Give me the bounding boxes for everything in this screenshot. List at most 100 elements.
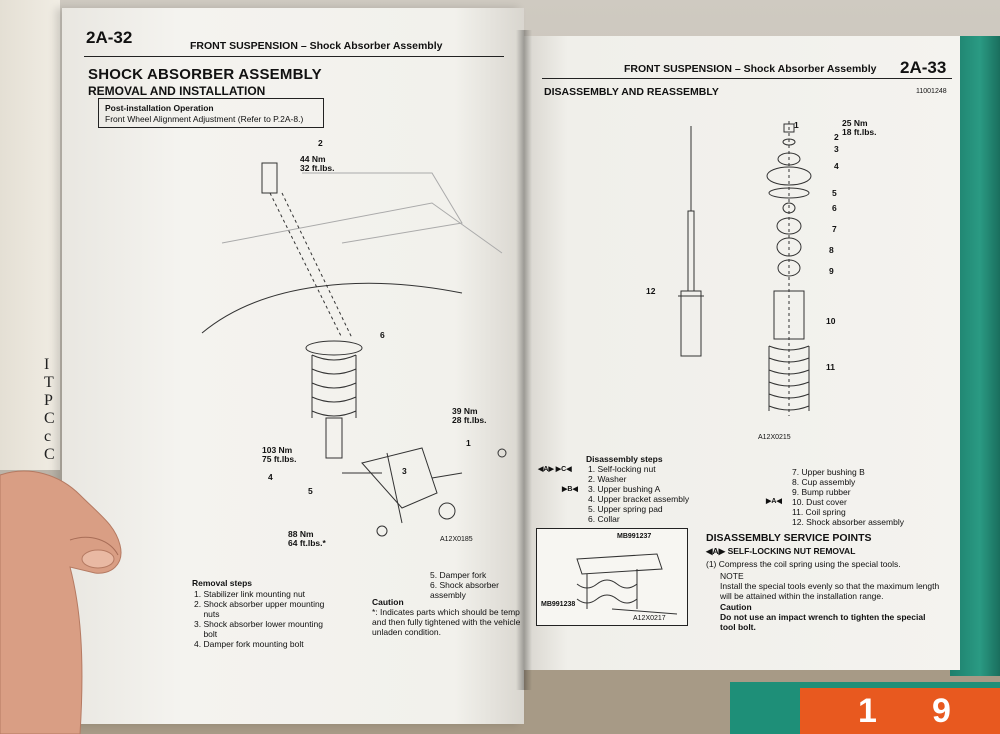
figure-code: A12X0215	[758, 434, 791, 441]
callout-8: 8	[829, 245, 834, 255]
left-page-header: FRONT SUSPENSION – Shock Absorber Assemb…	[190, 40, 443, 52]
binder-letter: C	[44, 410, 55, 427]
caution-line: tool bolt.	[720, 622, 756, 632]
torque-top-nm: 44 Nm	[300, 154, 326, 164]
tool-illustration	[576, 553, 678, 615]
callout-7: 7	[832, 224, 837, 234]
disassembly-step: 1. Self-locking nut	[588, 464, 656, 474]
callout-10: 10	[826, 316, 836, 326]
disassembly-step: 4. Upper bracket assembly	[588, 494, 690, 504]
disassembly-heading: Disassembly steps	[586, 454, 663, 464]
service-sub-title: ◀A▶ SELF-LOCKING NUT REMOVAL	[706, 546, 856, 556]
removal-steps-list: 1. Stabilizer link mounting nut 2. Shock…	[194, 589, 324, 649]
callout-12: 12	[646, 286, 656, 296]
section-subtitle: REMOVAL AND INSTALLATION	[88, 84, 266, 98]
torque-right-ftlbs: 28 ft.lbs.	[452, 415, 487, 425]
disassembly-step: 2. Washer	[588, 474, 627, 484]
disassembly-step: 12. Shock absorber assembly	[792, 517, 904, 527]
note-text: Install the special tools evenly so that…	[720, 581, 939, 601]
caution-text: *: Indicates parts which should be tempo…	[372, 607, 520, 637]
disassembly-steps-left: 1. Self-locking nut 2. Washer 3. Upper b…	[588, 464, 689, 524]
torque-bottom-nm: 88 Nm	[288, 529, 314, 539]
removal-step: 4. Damper fork mounting bolt	[194, 639, 304, 649]
removal-step: 1. Stabilizer link mounting nut	[194, 589, 306, 599]
binder-letter: P	[44, 392, 53, 409]
cover-number-1: 1	[858, 692, 877, 730]
callout-6: 6	[380, 330, 385, 340]
binder-letter: c	[44, 428, 52, 445]
note-line: Install the special tools evenly so that…	[720, 581, 940, 591]
disassembly-step: 10. Dust cover	[792, 497, 847, 507]
callout-3: 3	[834, 144, 839, 154]
right-caution-heading: Caution	[720, 602, 752, 612]
torque-bottom-ftlbs: 64 ft.lbs.*	[288, 538, 326, 548]
caution-line: unladen condition.	[372, 627, 442, 637]
callout-9: 9	[829, 266, 834, 276]
removal-step: 5. Damper fork	[430, 570, 487, 580]
torque-ftlbs: 18 ft.lbs.	[842, 127, 877, 137]
tool-illustration-box: MB991237 MB991238 A12X0217	[536, 528, 688, 626]
callout-4: 4	[268, 472, 273, 482]
post-installation-box: Post-installation Operation Front Wheel …	[98, 98, 324, 128]
post-install-heading: Post-installation Operation	[105, 103, 214, 113]
exploded-diagram	[678, 121, 812, 416]
callout-1: 1	[466, 438, 471, 448]
disassembly-steps-right: 7. Upper bushing B 8. Cup assembly 9. Bu…	[792, 467, 904, 527]
callout-2: 2	[318, 138, 323, 148]
marker-step-4: ▶B◀	[562, 486, 578, 493]
callout-3: 3	[402, 466, 407, 476]
callout-11: 11	[826, 362, 835, 372]
disassembly-step: 6. Collar	[588, 514, 620, 524]
caution-line: *: Indicates parts which should be tempo…	[372, 607, 520, 617]
torque-left-nm: 103 Nm	[262, 445, 293, 455]
removal-step: 3. Shock absorber lower mounting	[194, 619, 323, 629]
note-heading: NOTE	[720, 571, 744, 581]
tool-label-2: MB991238	[541, 601, 576, 608]
right-page-header: FRONT SUSPENSION – Shock Absorber Assemb…	[624, 63, 877, 75]
binder-letter: I	[44, 356, 50, 373]
marker-step-11: ▶A◀	[766, 498, 782, 505]
figure-code: A12X0185	[440, 536, 473, 543]
caution-line: Do not use an impact wrench to tighten t…	[720, 612, 926, 622]
service-step: (1) Compress the coil spring using the s…	[706, 559, 901, 569]
tool-fig-code: A12X0217	[633, 615, 666, 622]
binder-letter: C	[44, 446, 55, 463]
right-caution-text: Do not use an impact wrench to tighten t…	[720, 612, 925, 632]
removal-diagram	[201, 162, 507, 537]
removal-step: 2. Shock absorber upper mounting	[194, 599, 325, 609]
callout-4: 4	[834, 161, 839, 171]
section-title: SHOCK ABSORBER ASSEMBLY	[88, 66, 322, 83]
left-page-number: 2A-32	[86, 28, 133, 47]
right-manual-page: FRONT SUSPENSION – Shock Absorber Assemb…	[524, 36, 960, 670]
removal-step: bolt	[194, 629, 218, 639]
post-install-item: Front Wheel Alignment Adjustment (Refer …	[105, 114, 304, 124]
orange-manual-cover: 1 9	[800, 688, 1000, 734]
torque-top-ftlbs: 32 ft.lbs.	[300, 163, 335, 173]
binder-letter: T	[44, 374, 54, 391]
right-page-number: 2A-33	[900, 58, 947, 77]
callout-5: 5	[308, 486, 313, 496]
disassembly-step: 11. Coil spring	[792, 507, 846, 517]
torque-right-nm: 39 Nm	[452, 406, 478, 416]
caution-line: and then fully tightened with the vehicl…	[372, 617, 520, 627]
callout-5: 5	[832, 188, 837, 198]
torque-nm: 25 Nm	[842, 118, 868, 128]
removal-steps-heading: Removal steps	[192, 578, 252, 588]
note-line: will be attained within the installation…	[720, 591, 884, 601]
left-manual-page: 2A-32 FRONT SUSPENSION – Shock Absorber …	[62, 8, 524, 724]
marker-step-1: ◀A▶ ▶C◀	[538, 466, 572, 473]
disassembly-step: 8. Cup assembly	[792, 477, 856, 487]
header-rule	[84, 56, 504, 57]
hand	[0, 470, 122, 734]
section-title: DISASSEMBLY AND REASSEMBLY	[544, 86, 719, 98]
binder-behind: I T P C c C	[0, 0, 60, 470]
torque-left-ftlbs: 75 ft.lbs.	[262, 454, 297, 464]
cover-number-2: 9	[932, 692, 951, 730]
disassembly-step: 7. Upper bushing B	[792, 467, 865, 477]
disassembly-step: 5. Upper spring pad	[588, 504, 663, 514]
removal-steps-right: 5. Damper fork 6. Shock absorber assembl…	[430, 570, 524, 600]
caution-heading: Caution	[372, 597, 404, 607]
callout-6: 6	[832, 203, 837, 213]
callout-2: 2	[834, 132, 839, 142]
doc-code: 11001248	[916, 88, 947, 95]
